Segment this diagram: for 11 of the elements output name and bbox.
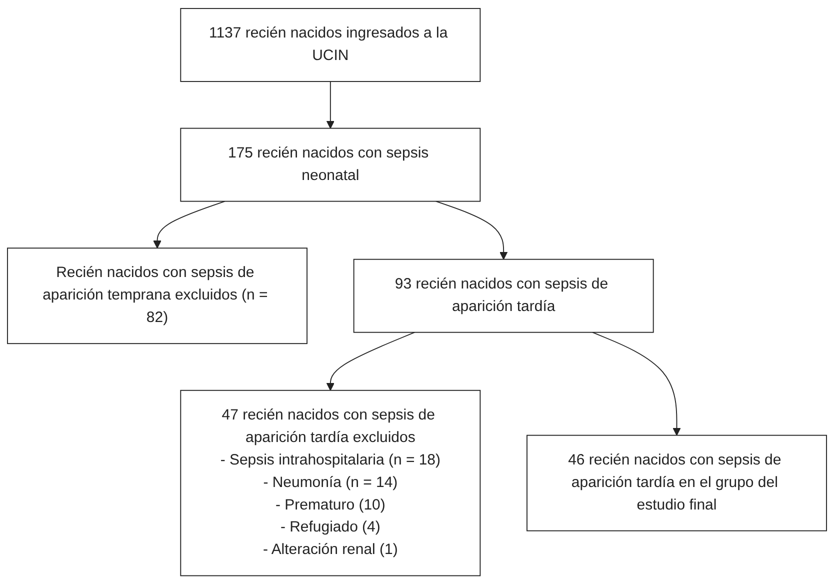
node-box: 93 recién nacidos con sepsis de aparición tardía: [353, 259, 654, 334]
arrow: [153, 201, 226, 249]
node-box: Recién nacidos con sepsis de aparición temprana excluidos (n = 82): [7, 248, 308, 344]
arrow: [592, 332, 681, 436]
node-box: 47 recién nacidos con sepsis de aparición tardía excluidos - Sepsis intrahospitalaria (n = 18) - Neumonía (n = 14) - Prematuro (10) - Refugiado (4) - Alteración renal (1): [180, 390, 481, 577]
arrow: [326, 81, 335, 130]
node-box: 46 recién nacidos con sepsis de aparición tardía en el grupo del estudio final: [526, 435, 827, 532]
node-box: 175 recién nacidos con sepsis neonatal: [180, 128, 481, 202]
arrow: [435, 201, 508, 260]
arrow: [326, 332, 416, 392]
node-box: 1137 recién nacidos ingresados a la UCIN: [180, 8, 481, 82]
